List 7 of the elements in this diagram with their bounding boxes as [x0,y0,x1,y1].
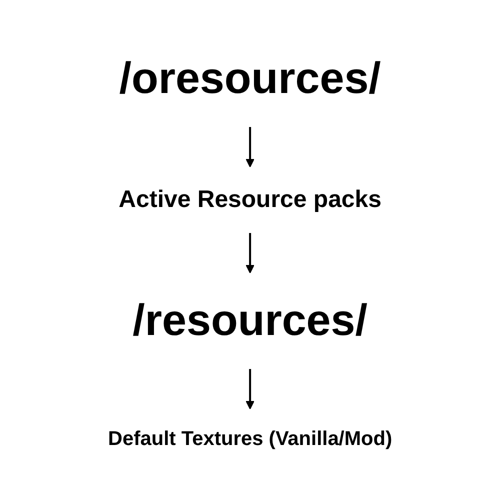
node-text: /oresources/ [119,54,381,103]
node-text: /resources/ [132,296,368,345]
arrow [246,127,254,168]
arrow [246,369,254,410]
arrow [246,233,254,274]
node-text: Active Resource packs [118,186,382,213]
node-text: Default Textures (Vanilla/Mod) [108,428,392,450]
